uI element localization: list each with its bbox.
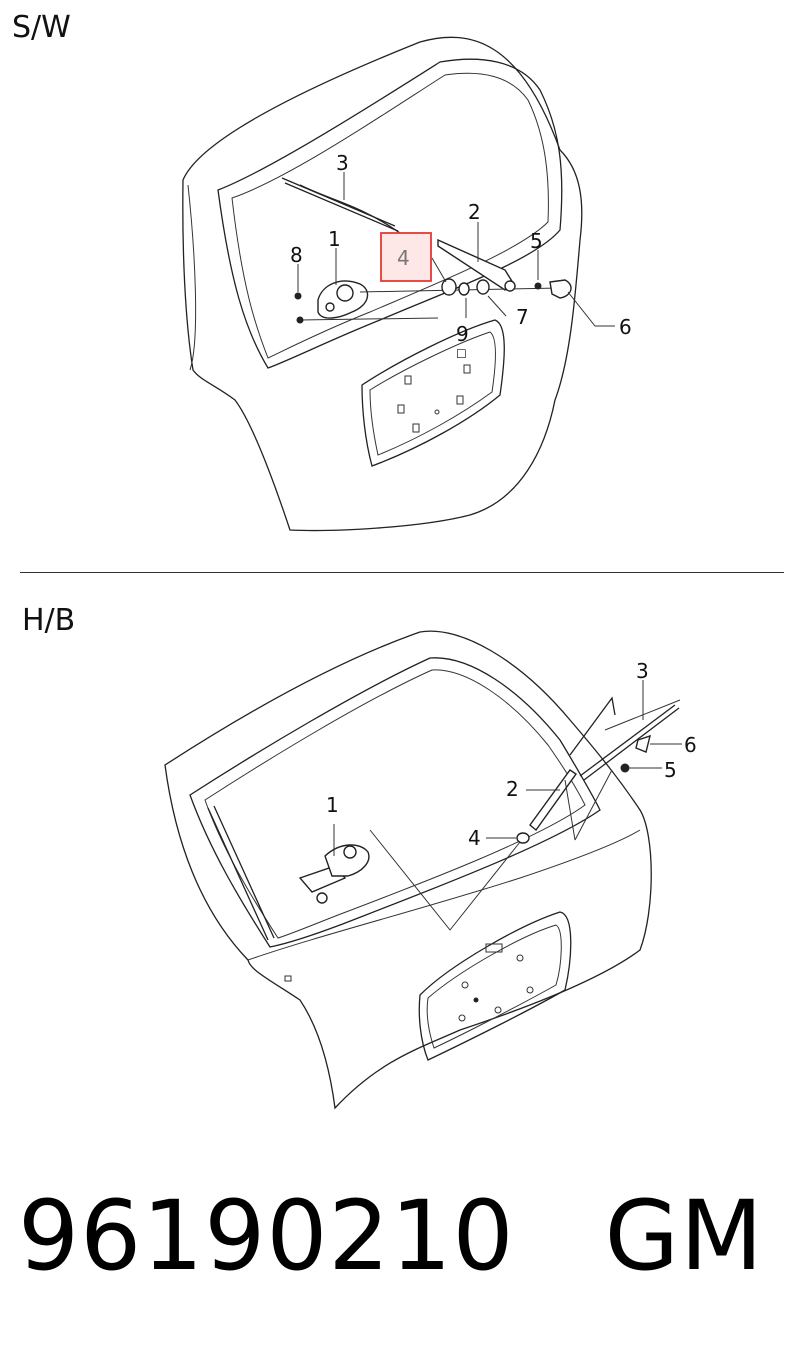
section-label-hb: H/B (22, 603, 76, 638)
sw-tailgate-diagram: ☐ 3 2 5 6 7 9 1 8 4 (182, 36, 632, 532)
hb-tailgate-diagram: 1 2 3 4 5 6 (164, 630, 697, 1110)
svg-text:☐: ☐ (456, 347, 467, 361)
section-label-sw: S/W (12, 10, 71, 45)
sw-callout-6: 6 (619, 315, 632, 339)
sw-callout-3: 3 (336, 151, 349, 175)
hb-callout-1: 1 (326, 793, 339, 817)
hb-callout-5: 5 (664, 758, 677, 782)
sw-callout-9: 9 (456, 322, 469, 346)
highlight-box (380, 232, 432, 282)
hb-callout-2: 2 (506, 777, 519, 801)
hb-callout-4: 4 (468, 826, 481, 850)
sw-callout-4: 4 (397, 246, 410, 270)
sw-callout-7: 7 (516, 305, 529, 329)
sw-callout-1: 1 (328, 227, 341, 251)
part-number: 96190210 (18, 1180, 515, 1292)
sw-callout-2: 2 (468, 200, 481, 224)
footer: 96190210 GM (18, 1180, 764, 1292)
sw-callout-5: 5 (530, 229, 543, 253)
brand-name: GM (604, 1180, 764, 1292)
hb-callout-3: 3 (636, 659, 649, 683)
sw-callout-8: 8 (290, 243, 303, 267)
hb-callout-6: 6 (684, 733, 697, 757)
section-divider (20, 572, 784, 573)
